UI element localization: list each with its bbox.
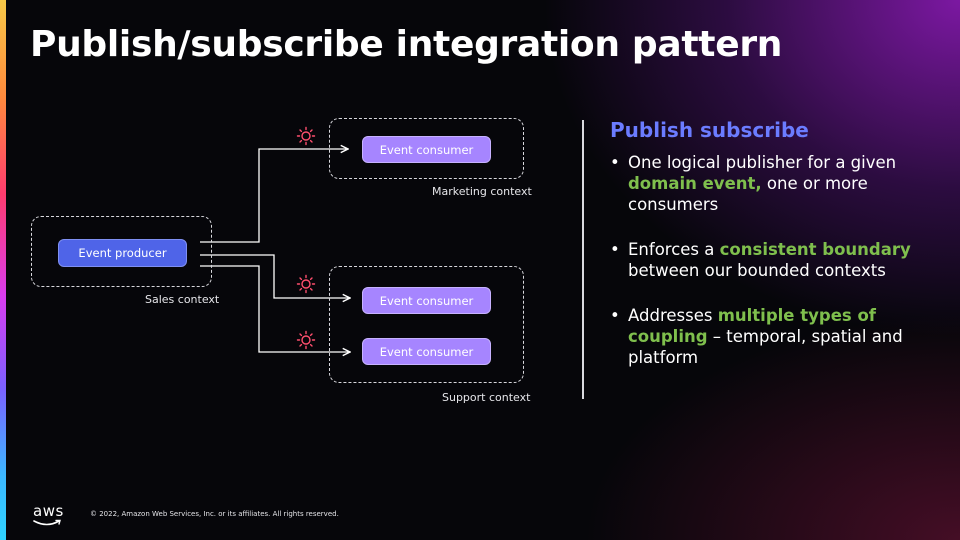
event-consumer-marketing: Event consumer xyxy=(362,136,491,163)
event-icon xyxy=(296,126,316,146)
support-context-box xyxy=(329,266,524,383)
connector-to-support-2 xyxy=(200,265,350,352)
bullet-text: between our bounded contexts xyxy=(628,261,886,280)
bullet-text: Enforces a xyxy=(628,240,720,259)
bullet-list: One logical publisher for a given domain… xyxy=(610,152,940,368)
event-producer-node: Event producer xyxy=(58,239,187,267)
info-panel: Publish subscribe One logical publisher … xyxy=(610,118,940,392)
sales-context-label: Sales context xyxy=(145,293,220,306)
aws-logo-text: aws xyxy=(33,502,64,520)
vertical-divider xyxy=(582,120,584,399)
page-title: Publish/subscribe integration pattern xyxy=(30,24,783,65)
marketing-context-box xyxy=(329,118,524,179)
bullet-highlight: domain event, xyxy=(628,174,762,193)
copyright-notice: © 2022, Amazon Web Services, Inc. or its… xyxy=(90,510,339,518)
sales-context-box xyxy=(31,216,212,287)
support-context-label: Support context xyxy=(442,391,531,404)
aws-smile-icon xyxy=(33,519,61,526)
bullet-text: One logical publisher for a given xyxy=(628,153,897,172)
connector-to-marketing xyxy=(200,149,348,243)
panel-heading: Publish subscribe xyxy=(610,118,809,142)
event-consumer-support-2: Event consumer xyxy=(362,338,491,365)
bullet-item: One logical publisher for a given domain… xyxy=(610,152,940,215)
event-icon xyxy=(296,274,316,294)
accent-gradient-bar xyxy=(0,0,6,540)
bullet-item: Addresses multiple types of coupling – t… xyxy=(610,305,940,368)
aws-logo: aws xyxy=(33,502,64,526)
bullet-item: Enforces a consistent boundary between o… xyxy=(610,239,940,281)
event-icon xyxy=(296,330,316,350)
bullet-text: – temporal, spatial and platform xyxy=(628,327,903,367)
bullet-text: Addresses xyxy=(628,306,718,325)
event-consumer-support-1: Event consumer xyxy=(362,287,491,314)
bullet-text: one or more consumers xyxy=(628,174,868,214)
marketing-context-label: Marketing context xyxy=(432,185,532,198)
connector-to-support-1 xyxy=(200,254,350,298)
bullet-highlight: multiple types of coupling xyxy=(628,306,876,346)
bullet-highlight: consistent boundary xyxy=(719,240,911,259)
